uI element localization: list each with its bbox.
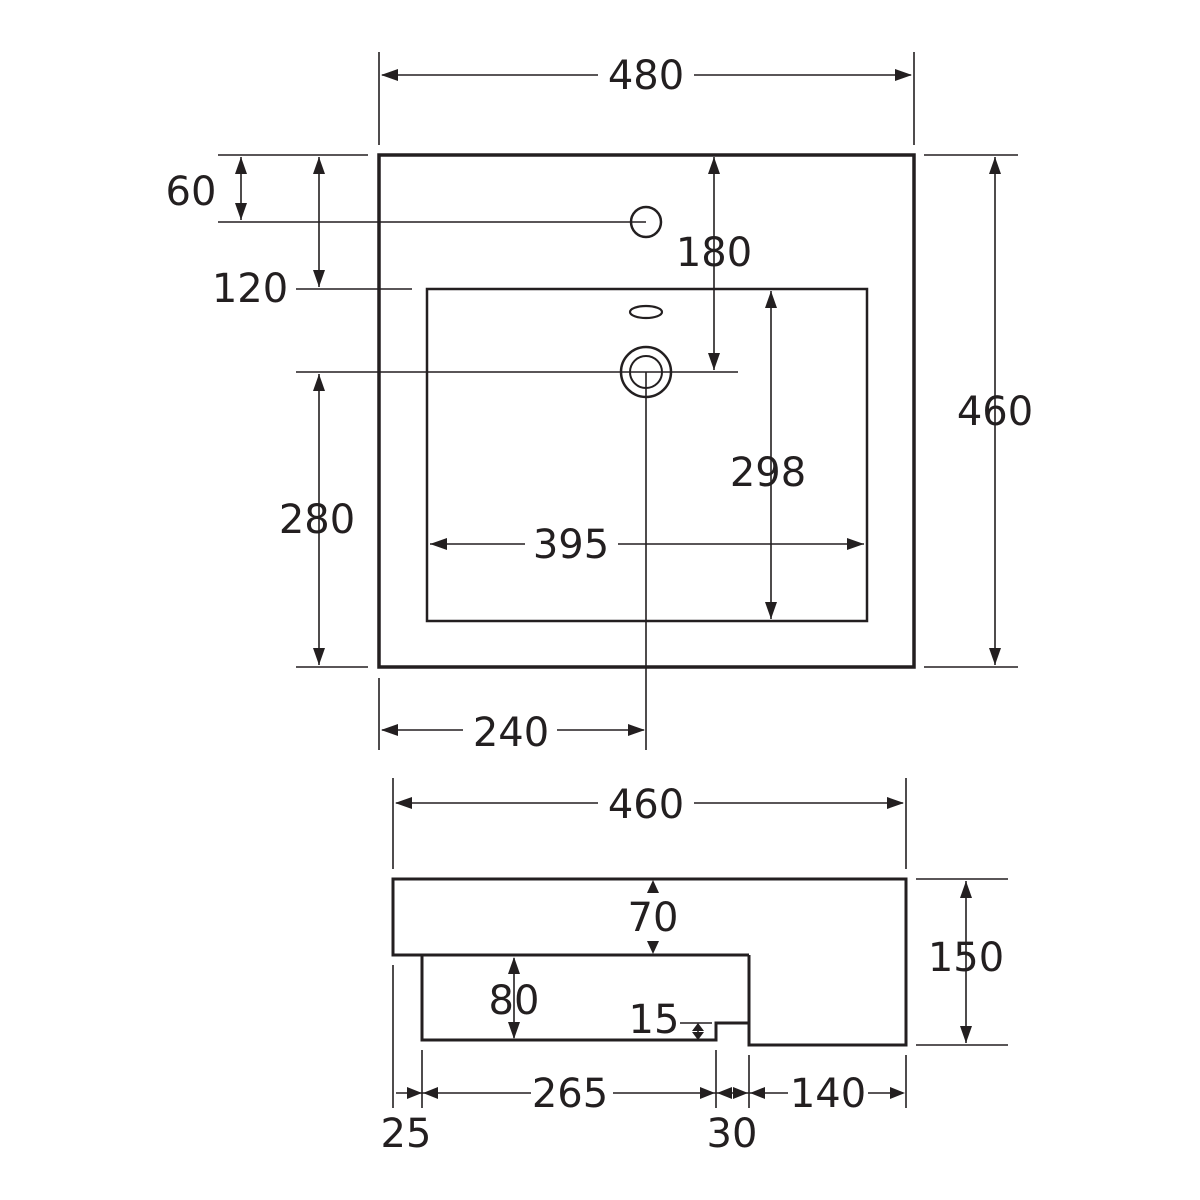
label-left-edge: 25 xyxy=(381,1111,432,1157)
side-view: 460 150 70 80 15 25 265 30 140 xyxy=(381,778,1008,1157)
label-step-width: 30 xyxy=(707,1111,758,1157)
arrow-right xyxy=(890,1087,905,1099)
label-bowl-length: 265 xyxy=(532,1071,608,1117)
arrow-right xyxy=(887,797,904,809)
arrow-left xyxy=(395,797,412,809)
arrow-up xyxy=(708,157,720,174)
label-side-height: 150 xyxy=(928,935,1004,981)
arrow-left xyxy=(381,69,398,81)
label-bowl-depth: 298 xyxy=(730,450,806,496)
label-bowl-height: 80 xyxy=(489,978,540,1024)
arrow-up xyxy=(235,157,247,174)
label-tap-hole-offset: 60 xyxy=(166,169,217,215)
arrow-down xyxy=(708,353,720,370)
arrow-right xyxy=(847,538,864,550)
arrow-right xyxy=(700,1087,715,1099)
label-waste-to-front: 280 xyxy=(279,497,355,543)
arrow-up xyxy=(508,957,520,974)
label-side-width: 460 xyxy=(608,782,684,828)
arrow-up xyxy=(692,1023,704,1031)
label-bowl-width: 395 xyxy=(533,522,609,568)
arrow-down xyxy=(313,270,325,287)
label-rim-thickness: 70 xyxy=(628,895,679,941)
label-overall-depth: 460 xyxy=(957,389,1033,435)
arrow-up xyxy=(989,157,1001,174)
label-overflow-step: 15 xyxy=(629,997,680,1043)
label-tap-to-waste: 180 xyxy=(676,230,752,276)
arrow-down xyxy=(508,1022,520,1039)
arrow-up xyxy=(765,291,777,308)
arrow-left xyxy=(430,538,447,550)
arrow-down xyxy=(960,1026,972,1043)
label-right-section: 140 xyxy=(790,1071,866,1117)
arrow-left xyxy=(423,1087,438,1099)
arrow-down xyxy=(692,1032,704,1040)
arrow-down xyxy=(647,941,659,954)
arrow-up xyxy=(647,880,659,893)
arrow-down xyxy=(765,602,777,619)
top-view: 480 60 120 180 460 298 395 280 240 xyxy=(166,52,1033,756)
label-waste-from-side: 240 xyxy=(473,710,549,756)
arrow-right xyxy=(628,724,645,736)
label-bowl-offset: 120 xyxy=(212,266,288,312)
arrow-left xyxy=(750,1087,765,1099)
arrow-up xyxy=(313,157,325,174)
arrow-down xyxy=(313,648,325,665)
arrow-right xyxy=(733,1087,748,1099)
arrow-left xyxy=(717,1087,732,1099)
arrow-down xyxy=(235,203,247,220)
arrow-down xyxy=(989,648,1001,665)
label-overall-width: 480 xyxy=(608,53,684,99)
arrow-up xyxy=(960,881,972,898)
arrow-right xyxy=(407,1087,422,1099)
bowl-outline xyxy=(425,287,869,623)
arrow-up xyxy=(313,374,325,391)
arrow-left xyxy=(381,724,398,736)
arrow-right xyxy=(895,69,912,81)
overflow-slot-icon xyxy=(628,304,664,320)
